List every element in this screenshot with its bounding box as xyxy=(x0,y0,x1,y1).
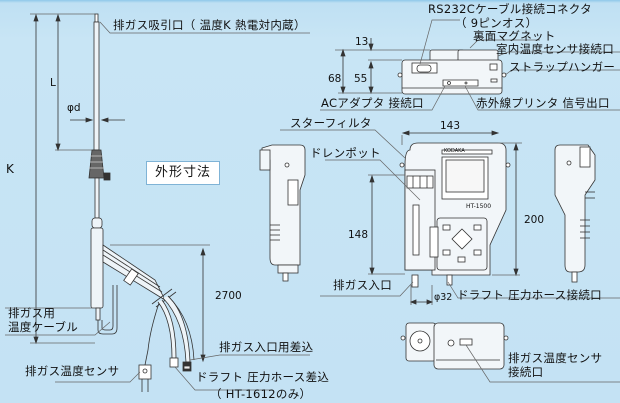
bottom-view-device xyxy=(400,322,509,370)
diagram-title: 外形寸法 xyxy=(146,161,220,185)
label-strap-hanger: ストラップハンガー xyxy=(509,60,616,74)
label-exhaust-temp-cable-2: 温度ケーブル xyxy=(8,320,79,334)
top-view-device xyxy=(397,49,507,95)
probe-drawing xyxy=(88,13,118,335)
label-probe-inlet: 排ガス吸引口（ 温度K 熱電対内蔵） xyxy=(113,18,306,32)
label-star-filter: スターフィルタ xyxy=(290,116,372,130)
device-brand: KODAKA xyxy=(444,148,465,154)
label-exhaust-temp-port-1: 排ガス温度センサ xyxy=(508,351,603,365)
dim-l: L xyxy=(50,77,56,89)
dim-2700: 2700 xyxy=(215,290,242,302)
label-draft-plug: ドラフト 圧力ホース差込 xyxy=(196,370,330,384)
label-draft-port: ドラフト 圧力ホース接続口 xyxy=(457,288,602,302)
dim-55: 55 xyxy=(354,73,368,85)
dim-k: K xyxy=(6,162,14,176)
label-exhaust-inlet: 排ガス入口 xyxy=(333,278,392,292)
device-model: HT-1500 xyxy=(466,203,492,210)
label-exhaust-temp-cable-1: 排ガス用 xyxy=(8,306,56,320)
label-ac-adapter: ACアダプタ 接続口 xyxy=(321,96,424,110)
front-view-device xyxy=(399,142,511,288)
dim-phi-d: φd xyxy=(67,102,81,114)
label-drain-pot: ドレンポット xyxy=(310,146,381,160)
right-side-device xyxy=(554,144,596,283)
dim-143: 143 xyxy=(440,120,461,132)
dim-200: 200 xyxy=(524,214,545,226)
label-rs232c: RS232Cケーブル接続コネクタ xyxy=(428,2,592,16)
label-room-temp-port: 室内温度センサ接続口 xyxy=(496,42,614,56)
dim-68: 68 xyxy=(328,73,342,85)
label-exhaust-inlet-plug: 排ガス入口用差込 xyxy=(219,340,314,354)
label-ir-printer: 赤外線プリンタ 信号出口 xyxy=(476,96,610,110)
label-exhaust-temp-sensor: 排ガス温度センサ xyxy=(25,364,120,378)
cable-bundle xyxy=(102,244,195,392)
dim-148: 148 xyxy=(348,229,369,241)
left-side-device xyxy=(259,144,306,282)
label-exhaust-temp-port-2: 接続口 xyxy=(508,365,544,379)
label-magnet: 裏面マグネット xyxy=(473,29,556,43)
dim-phi-32: φ32 xyxy=(434,292,453,303)
label-draft-plug-note: （ HT-1612のみ） xyxy=(210,387,312,401)
label-rs232c-sub: （ 9ピンオス） xyxy=(455,16,538,30)
dim-13: 13 xyxy=(355,36,369,48)
